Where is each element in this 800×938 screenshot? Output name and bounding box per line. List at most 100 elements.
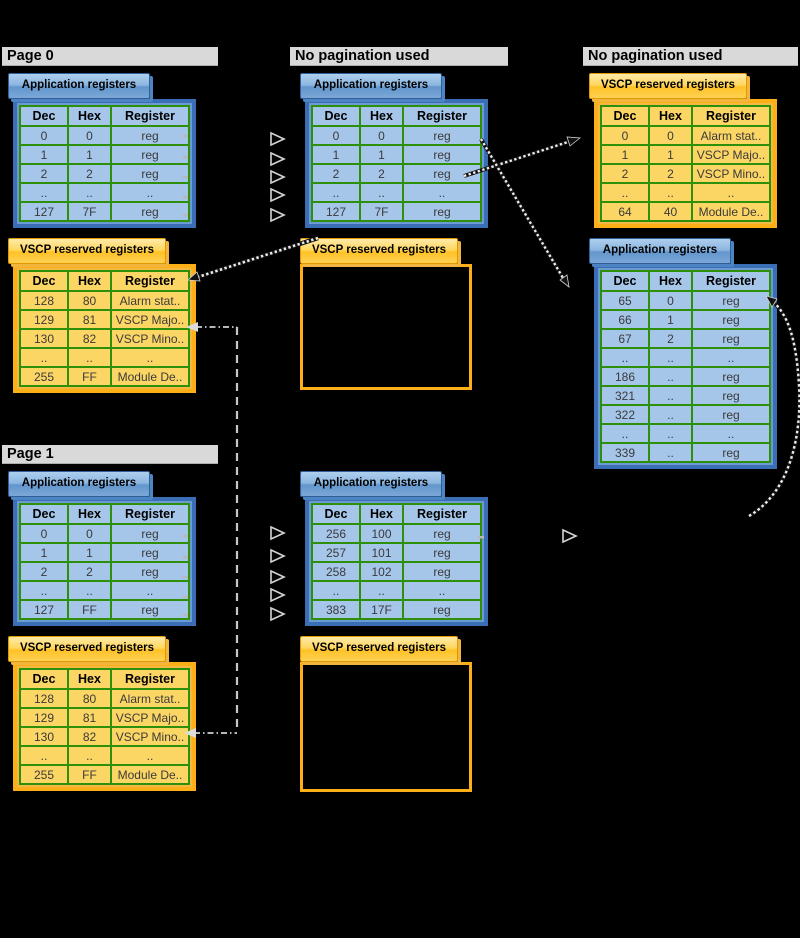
- table-row: ......: [311, 182, 482, 203]
- cell: FF: [67, 764, 112, 785]
- cell: 2: [648, 328, 693, 349]
- col-header-hex: Hex: [67, 270, 112, 292]
- cell: 129: [19, 309, 69, 330]
- cell: ..: [691, 182, 771, 203]
- section-header-no-pagination-middle: No pagination used: [290, 47, 508, 66]
- cell: 100: [359, 523, 404, 544]
- cell: ..: [67, 745, 112, 766]
- table-row: ......: [600, 182, 771, 203]
- cell: 255: [19, 366, 69, 387]
- cell: 0: [67, 125, 112, 146]
- cell: Module De..: [691, 201, 771, 222]
- cell: 0: [19, 523, 69, 544]
- cell: 1: [19, 542, 69, 563]
- cell: 256: [311, 523, 361, 544]
- cell: ..: [600, 182, 650, 203]
- cell: 130: [19, 726, 69, 747]
- cell: 2: [359, 163, 404, 184]
- cell: 2: [311, 163, 361, 184]
- vscp-move-arrow: [187, 235, 319, 282]
- chevron-right-icon: [270, 187, 286, 203]
- cell: reg: [402, 201, 482, 222]
- section-header-page1: Page 1: [2, 445, 218, 464]
- cell: FF: [67, 599, 112, 620]
- cell: reg: [110, 163, 190, 184]
- middle-top-application-registers-panel: Application registers Dec Hex Register 0…: [300, 73, 488, 233]
- cell: 81: [67, 707, 112, 728]
- chevron-right-icon: [270, 606, 286, 622]
- cell: 383: [311, 599, 361, 620]
- cell: 0: [648, 290, 693, 311]
- cell: reg: [110, 561, 190, 582]
- cell: ..: [359, 580, 404, 601]
- cell: reg: [691, 328, 771, 349]
- vscp-reserved-registers-tab: VSCP reserved registers: [589, 73, 747, 99]
- col-header-dec: Dec: [19, 270, 69, 292]
- cell: 322: [600, 404, 650, 425]
- cell: ..: [600, 347, 650, 368]
- cell: reg: [691, 404, 771, 425]
- cell: 7F: [67, 201, 112, 222]
- chevron-right-icon: [270, 151, 286, 167]
- cell: 1: [359, 144, 404, 165]
- col-header-hex: Hex: [648, 270, 693, 292]
- cell: 127: [19, 599, 69, 620]
- cell: 67: [600, 328, 650, 349]
- table-row: ......: [19, 745, 190, 766]
- section-header-no-pagination-right: No pagination used: [583, 47, 798, 66]
- cell: reg: [110, 542, 190, 563]
- chevron-right-icon: [270, 131, 286, 147]
- col-header-register: Register: [110, 270, 190, 292]
- cell: ..: [648, 423, 693, 444]
- table-row: ......: [600, 347, 771, 368]
- col-header-hex: Hex: [67, 668, 112, 690]
- cell: 82: [67, 328, 112, 349]
- cell: 1: [19, 144, 69, 165]
- col-header-register: Register: [691, 105, 771, 127]
- cell: reg: [110, 523, 190, 544]
- vscp-reserved-registers-tab: VSCP reserved registers: [300, 238, 458, 264]
- flow-chevron-middle-to-right: [562, 528, 578, 544]
- cell: 1: [67, 542, 112, 563]
- vscp-reserved-registers-tab: VSCP reserved registers: [8, 238, 166, 264]
- cell: ..: [648, 347, 693, 368]
- page1-application-registers-panel: Application registers Dec Hex Register 0…: [8, 471, 196, 631]
- cell: VSCP Majo..: [110, 309, 190, 330]
- col-header-register: Register: [110, 503, 190, 525]
- application-registers-tab: Application registers: [300, 73, 442, 99]
- cell: 80: [67, 290, 112, 311]
- col-header-dec: Dec: [311, 105, 361, 127]
- col-header-register: Register: [110, 668, 190, 690]
- cell: reg: [691, 366, 771, 387]
- chevron-right-icon: [270, 548, 286, 564]
- middle-top-vscp-reserved-panel: VSCP reserved registers: [300, 238, 472, 390]
- cell: reg: [402, 542, 482, 563]
- cell: 2: [19, 163, 69, 184]
- cell: 258: [311, 561, 361, 582]
- cell: 40: [648, 201, 693, 222]
- cell: 127: [19, 201, 69, 222]
- empty-vscp-register-box: [300, 264, 472, 390]
- col-header-dec: Dec: [600, 105, 650, 127]
